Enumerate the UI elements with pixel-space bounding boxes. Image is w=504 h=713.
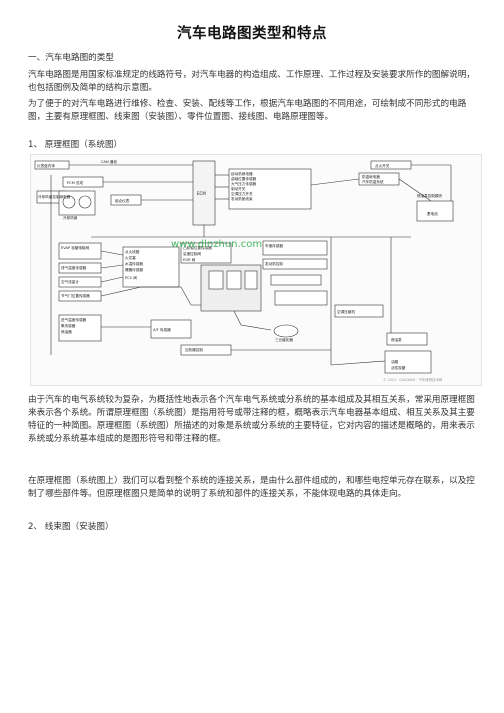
label-cluster: 组合仪表 xyxy=(115,198,130,203)
label-egr: EGR 阀 xyxy=(183,257,196,262)
diagram-svg: 仪表盘内饰 CAN 通信 PCM 总成 冷却风扇控制继电器 冷却风扇 组合仪表 … xyxy=(34,159,454,382)
label-maf: 空气流量计 xyxy=(61,279,79,284)
label-fans: 冷却风扇 xyxy=(63,215,78,220)
label-tps: 节气门位置传感器 xyxy=(61,293,90,298)
label-injector-l: 喷油器 xyxy=(61,329,72,334)
engine-system-block-diagram: 仪表盘内饰 CAN 通信 PCM 总成 冷却风扇控制继电器 冷却风扇 组合仪表 … xyxy=(30,154,482,386)
box-battery xyxy=(416,200,454,222)
label-heater: 加热器控制 xyxy=(185,347,203,352)
box-ignition-coil xyxy=(274,290,328,306)
catalyst xyxy=(273,324,299,338)
label-brake: 制动开关 xyxy=(231,186,246,191)
label-instrument: 仪表盘内饰 xyxy=(37,163,55,168)
label-immo: 汽车防盗系统 xyxy=(362,179,384,184)
watermark: www.dlnzhun.com xyxy=(171,239,262,250)
box-o2-group xyxy=(58,314,102,342)
paragraph-block-diagram-explained: 由于汽车的电气系统较为复杂，为概括性地表示各个汽车电气系统或分系统的基本组成及其… xyxy=(28,395,475,444)
label-tank: 油箱 xyxy=(391,359,399,364)
section-heading-types: 一、汽车电路图的类型 xyxy=(28,53,114,63)
box-throttle xyxy=(262,240,328,256)
fan-right xyxy=(78,195,92,209)
label-pcm: PCM 总成 xyxy=(67,180,84,185)
label-cmp: 凸轮轴位置传感器 xyxy=(183,245,212,250)
label-pump: 燃油泵 xyxy=(391,337,402,342)
label-iat: 进气温度传感器 xyxy=(61,317,87,322)
label-vss: 车速传感器 xyxy=(265,243,283,248)
label-iac: 怠速控制阀 xyxy=(183,251,201,256)
label-o2: 氧传感器 xyxy=(61,323,76,328)
label-knock: 爆震传感器 xyxy=(125,267,143,272)
fan-left xyxy=(62,195,76,209)
page-title: 汽车电路图类型和特点 xyxy=(177,26,327,42)
box-intake xyxy=(122,246,180,288)
label-ac-switch: 空调压力开关 xyxy=(231,191,253,196)
label-ecm: ECM xyxy=(197,191,206,196)
label-evap: EVAP 炭罐电磁阀 xyxy=(61,245,90,250)
subheading-block-diagram: 1、 原理框图（系统图） xyxy=(28,140,123,150)
paragraph-diagram-types: 为了便于的对汽车电路进行维修、检查、安装、配线等工作，根据汽车电路图的不同用途，… xyxy=(28,99,467,122)
paragraph-definition: 汽车电路图是用国家标准规定的线路符号，对汽车电器的构造组成、工作原理、工作过程及… xyxy=(28,70,475,93)
subheading-harness-diagram: 2、 线束图（安装图） xyxy=(28,522,114,532)
label-ignition: 点火开关 xyxy=(375,163,390,168)
label-canister: 活性炭罐 xyxy=(391,365,406,370)
label-starter: 起动机继电器 xyxy=(231,171,253,176)
label-coil: 点火线圈 xyxy=(125,249,140,254)
box-injector xyxy=(270,274,322,286)
label-can: CAN 通信 xyxy=(101,159,117,164)
label-plug: 火花塞 xyxy=(125,255,136,260)
label-harness: 发动机舱线束 xyxy=(231,196,253,201)
figure-footer: © 2010 · DIAGRAM · 汽车维修技术网 xyxy=(383,377,443,382)
label-pcv: PCV 阀 xyxy=(125,275,137,280)
label-fuel-module: 燃油泵控制模块 xyxy=(417,193,443,198)
paragraph-block-diagram-usage: 在原理框图（系统图上）我们可以看到整个系统的连接关系，是由什么部件组成的，和哪些… xyxy=(28,476,475,499)
label-cat: 三元催化器 xyxy=(275,337,293,342)
box-ac xyxy=(334,304,384,318)
label-ckp: 曲轴位置传感器 xyxy=(231,176,257,181)
box-fuel-pump xyxy=(386,332,428,346)
box-vvt xyxy=(262,258,328,270)
box-fuel-tank xyxy=(384,350,432,374)
label-baro: 大气压力传感器 xyxy=(231,181,257,186)
label-fan-relay: 冷却风扇控制继电器 xyxy=(38,194,71,199)
label-exh-temp: 排气温度传感器 xyxy=(61,265,87,270)
box-sensor-list xyxy=(228,168,312,210)
box-cooling-fans xyxy=(58,190,96,216)
label-engine-ctrl: 发动机控制 xyxy=(265,261,283,266)
label-af: A/F 传感器 xyxy=(153,327,171,332)
label-immo-relay: 防盗继电器 xyxy=(362,174,380,179)
label-compressor: 空调压缩机 xyxy=(337,309,355,314)
box-af-sensor xyxy=(150,319,192,339)
label-ect: 水温传感器 xyxy=(125,261,143,266)
label-battery: 蓄电池 xyxy=(427,211,438,216)
box-egr xyxy=(180,242,232,264)
